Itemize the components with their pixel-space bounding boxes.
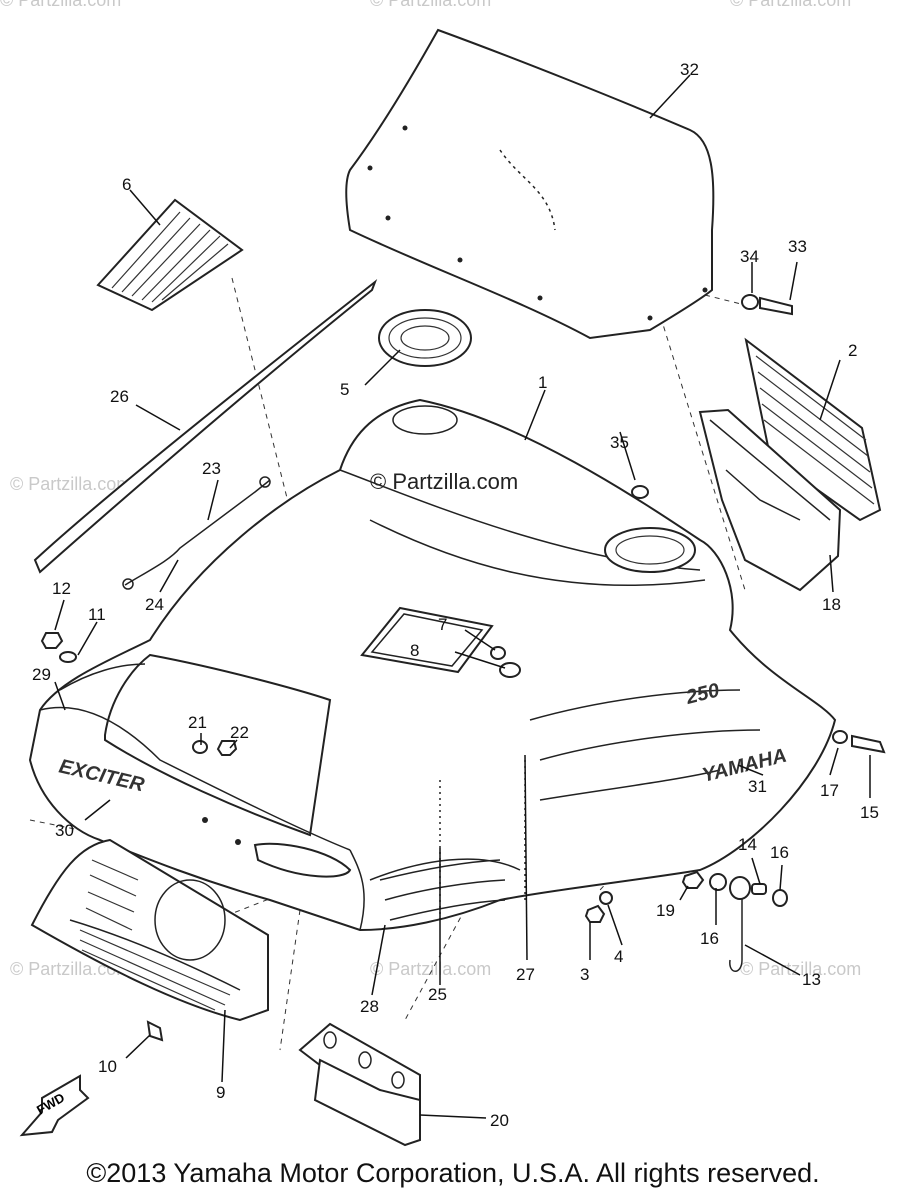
windshield bbox=[345, 28, 715, 340]
watermark-top-center: © Partzilla.com bbox=[370, 0, 491, 10]
callout-1: 1 bbox=[538, 373, 547, 392]
vent-grille-top bbox=[96, 198, 244, 312]
callout-16-lower: 16 bbox=[700, 929, 719, 948]
callout-30: 30 bbox=[55, 821, 74, 840]
watermark-mid-left: © Partzilla.com bbox=[10, 474, 131, 494]
hardware-3-4 bbox=[584, 891, 613, 923]
callout-24: 24 bbox=[145, 595, 164, 614]
hardware-21-22 bbox=[192, 740, 238, 756]
callout-29: 29 bbox=[32, 665, 51, 684]
callout-34: 34 bbox=[740, 247, 759, 266]
hook-assembly bbox=[681, 870, 788, 972]
copyright-notice: ©2013 Yamaha Motor Corporation, U.S.A. A… bbox=[86, 1158, 820, 1188]
callout-31: 31 bbox=[748, 777, 767, 796]
dash-vent-to-hood bbox=[231, 277, 326, 651]
callout-25: 25 bbox=[428, 985, 447, 1004]
callout-6: 6 bbox=[122, 175, 131, 194]
side-vent bbox=[744, 337, 882, 522]
callout-28: 28 bbox=[360, 997, 379, 1016]
callout-11: 11 bbox=[88, 605, 106, 624]
callout-2: 2 bbox=[848, 341, 857, 360]
side-duct bbox=[698, 408, 842, 592]
screw-10 bbox=[146, 1020, 164, 1042]
callout-16-upper: 16 bbox=[770, 843, 789, 862]
callout-35: 35 bbox=[610, 433, 629, 452]
callout-19: 19 bbox=[656, 901, 675, 920]
callout-13: 13 bbox=[802, 970, 821, 989]
callout-4: 4 bbox=[614, 947, 623, 966]
callout-32: 32 bbox=[680, 60, 699, 79]
hood-body bbox=[28, 398, 837, 932]
hardware-7-8 bbox=[490, 646, 521, 678]
hinge bbox=[298, 1022, 421, 1147]
dash-hinge-left bbox=[279, 909, 301, 1051]
watermark-low-right: © Partzilla.com bbox=[740, 959, 861, 979]
callout-9: 9 bbox=[216, 1083, 225, 1102]
callout-14: 14 bbox=[738, 835, 757, 854]
callout-17: 17 bbox=[820, 781, 839, 800]
round-grille bbox=[378, 309, 472, 367]
front-cover bbox=[30, 838, 269, 1022]
callout-23: 23 bbox=[202, 459, 221, 478]
callout-10: 10 bbox=[98, 1057, 117, 1076]
callout-7: 7 bbox=[438, 615, 447, 634]
callout-22: 22 bbox=[230, 723, 249, 742]
dash-bolt-windshield bbox=[704, 294, 746, 306]
callout-33: 33 bbox=[788, 237, 807, 256]
callout-12: 12 bbox=[52, 579, 71, 598]
callout-8: 8 bbox=[410, 641, 419, 660]
callout-21: 21 bbox=[188, 713, 207, 732]
callout-labels: 32 6 34 33 2 1 5 26 35 23 24 12 11 18 29… bbox=[32, 60, 879, 1130]
callout-26: 26 bbox=[110, 387, 129, 406]
watermark-top-left: © Partzilla.com bbox=[0, 0, 121, 10]
callout-27: 27 bbox=[516, 965, 535, 984]
callout-15: 15 bbox=[860, 803, 879, 822]
hardware-12-11 bbox=[40, 632, 77, 663]
side-bolt bbox=[832, 730, 886, 754]
callout-5: 5 bbox=[340, 380, 349, 399]
stay-cable bbox=[122, 476, 271, 590]
callout-20: 20 bbox=[490, 1111, 509, 1130]
leader-lines bbox=[54, 74, 871, 1119]
windshield-bolt bbox=[741, 294, 793, 316]
fwd-arrow-icon: FWD bbox=[19, 1074, 90, 1137]
callout-3: 3 bbox=[580, 965, 589, 984]
watermark-center: © Partzilla.com bbox=[370, 469, 518, 494]
watermark-low-center: © Partzilla.com bbox=[370, 959, 491, 979]
grommet bbox=[631, 485, 649, 499]
callout-18: 18 bbox=[822, 595, 841, 614]
dash-cover-left bbox=[29, 819, 81, 831]
molding-strip bbox=[33, 279, 378, 574]
watermark-top-right: © Partzilla.com bbox=[730, 0, 851, 10]
dash-hinge-right bbox=[404, 899, 471, 1021]
